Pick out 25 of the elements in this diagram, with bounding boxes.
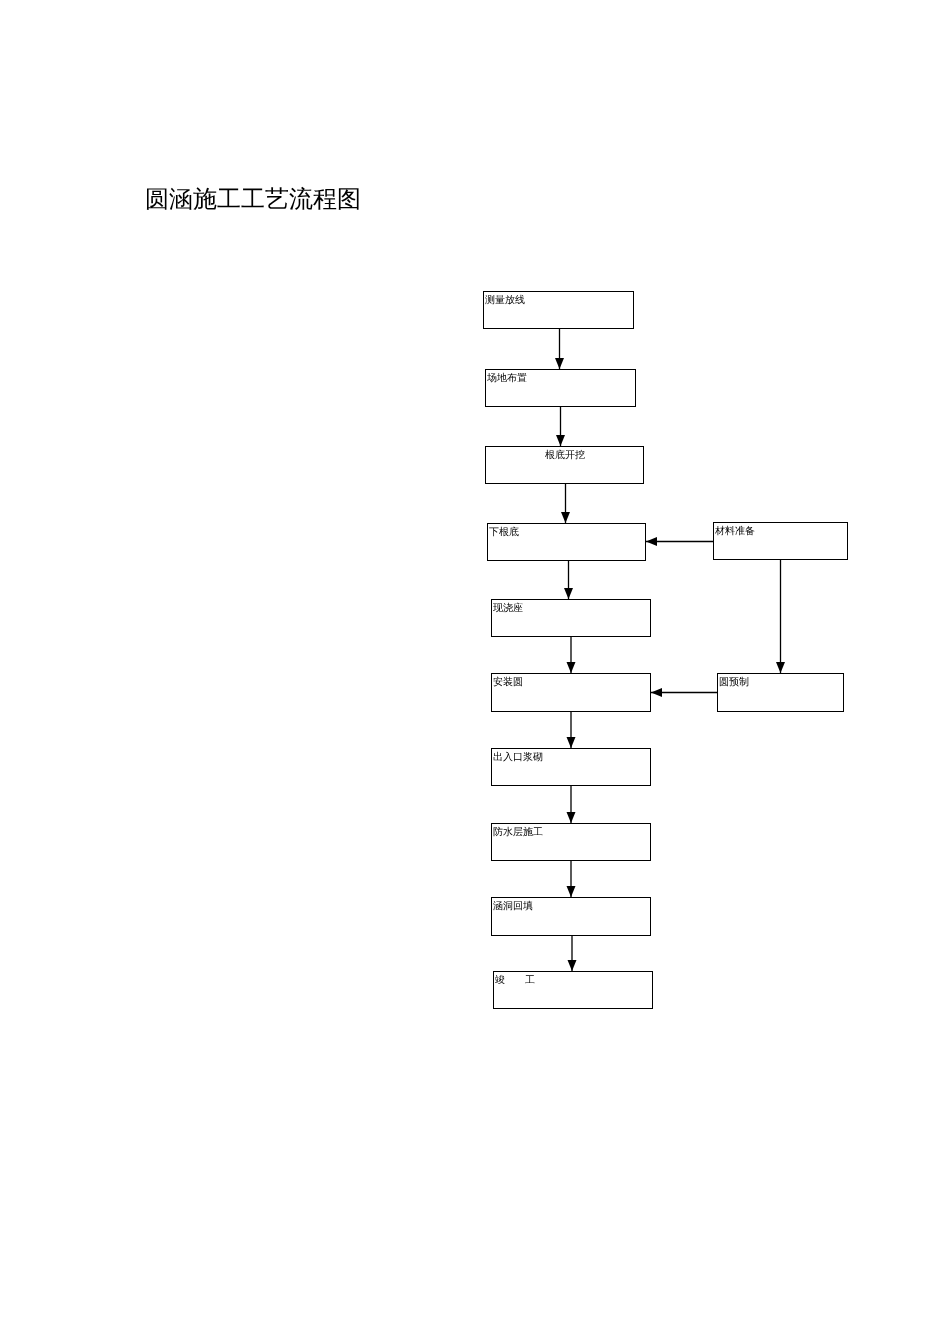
arrow — [567, 935, 577, 972]
process-box: 材料准备 — [713, 522, 848, 560]
process-box: 出入口浆砌 — [491, 748, 651, 786]
process-box: 场地布置 — [485, 369, 636, 407]
arrow — [566, 860, 576, 898]
arrow — [776, 559, 785, 674]
process-box: 根底开挖 — [485, 446, 644, 484]
process-box: 现浇座 — [491, 599, 651, 637]
arrow — [566, 785, 576, 824]
arrow — [564, 560, 573, 600]
process-box: 安装圆 — [491, 673, 651, 712]
process-box: 涵洞回填 — [491, 897, 651, 936]
process-box: 防水层施工 — [491, 823, 651, 861]
process-box: 竣 工 — [493, 971, 653, 1009]
arrow — [645, 537, 714, 546]
arrow — [566, 636, 576, 674]
process-box: 圆预制 — [717, 673, 844, 712]
arrow — [556, 406, 565, 447]
process-box: 下根底 — [487, 523, 646, 561]
arrow — [650, 688, 718, 697]
title: 圆涵施工工艺流程图 — [145, 185, 361, 213]
arrow — [561, 483, 570, 524]
process-box: 测量放线 — [483, 291, 634, 329]
arrow — [555, 328, 564, 370]
arrow — [566, 711, 576, 749]
